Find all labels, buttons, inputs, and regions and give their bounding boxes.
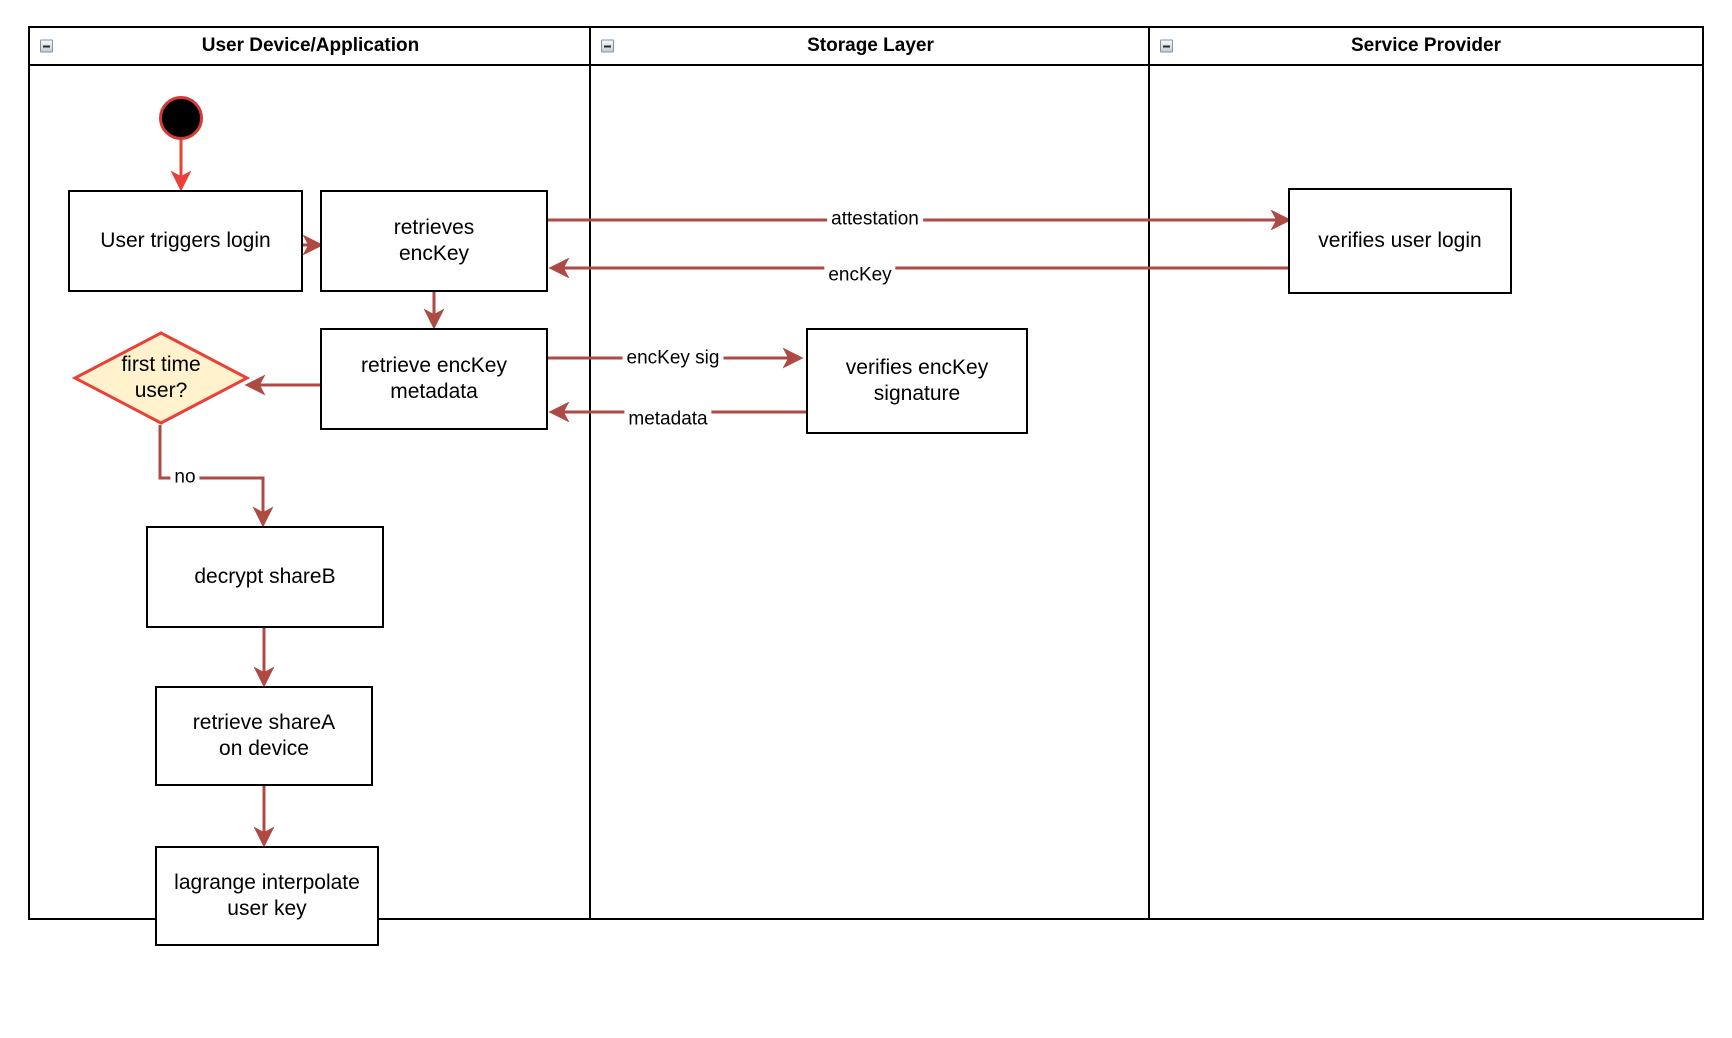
activity-lagrange-interpolate-user-key[interactable]: lagrange interpolate user key <box>155 846 379 946</box>
edge-label-enckey: encKey <box>824 265 896 287</box>
edge-label-no: no <box>170 467 200 489</box>
activity-label-line-2: user key <box>227 897 307 920</box>
activity-label-line-1: retrieve shareA <box>192 711 336 735</box>
activity-label-line-1: retrieves <box>393 216 475 240</box>
lane-header-user-device[interactable]: User Device/Application <box>30 28 591 66</box>
lane-title-storage-layer: Storage Layer <box>807 35 934 56</box>
activity-label-line-1: verifies encKey <box>845 356 989 380</box>
activity-label: retrieves encKey <box>394 215 475 266</box>
lane-title-user-device: User Device/Application <box>201 35 420 56</box>
lane-title-service-provider: Service Provider <box>1351 35 1501 56</box>
edge-decision-to-decrypt <box>158 425 274 528</box>
minus-box-icon[interactable] <box>601 39 614 53</box>
activity-retrieves-enckey[interactable]: retrieves encKey <box>320 190 548 292</box>
edge-label-enckey-sig: encKey sig <box>622 348 724 370</box>
activity-label: User triggers login <box>100 229 271 253</box>
edge-label-metadata: metadata <box>624 409 712 431</box>
decision-diamond-shape <box>72 331 250 425</box>
activity-label: verifies encKey signature <box>846 355 988 406</box>
activity-label-line-2: encKey <box>398 242 470 265</box>
start-node[interactable] <box>159 96 203 140</box>
activity-label: decrypt shareB <box>194 565 336 589</box>
activity-verifies-user-login[interactable]: verifies user login <box>1288 188 1512 294</box>
activity-label: verifies user login <box>1318 229 1482 253</box>
activity-label-line-1: lagrange interpolate <box>174 871 360 895</box>
activity-decrypt-shareb[interactable]: decrypt shareB <box>146 526 384 628</box>
activity-label-line-2: metadata <box>390 380 478 403</box>
minus-box-icon[interactable] <box>40 39 53 53</box>
activity-label-line-2: signature <box>873 382 961 405</box>
lane-divider-1 <box>589 28 591 918</box>
activity-retrieve-enckey-metadata[interactable]: retrieve encKey metadata <box>320 328 548 430</box>
activity-retrieve-sharea-on-device[interactable]: retrieve shareA on device <box>155 686 373 786</box>
activity-label: lagrange interpolate user key <box>174 870 360 921</box>
lane-divider-2 <box>1148 28 1150 918</box>
lane-header-service-provider[interactable]: Service Provider <box>1150 28 1702 66</box>
lane-header-storage-layer[interactable]: Storage Layer <box>591 28 1150 66</box>
swimlane-pool <box>28 26 1704 920</box>
activity-verifies-enckey-signature[interactable]: verifies encKey signature <box>806 328 1028 434</box>
activity-user-triggers-login[interactable]: User triggers login <box>68 190 303 292</box>
decision-first-time-user[interactable]: first time user? <box>72 330 250 426</box>
minus-box-icon[interactable] <box>1160 39 1173 53</box>
activity-label: retrieve encKey metadata <box>361 353 507 404</box>
activity-label-line-2: on device <box>219 737 309 760</box>
edge-label-attestation: attestation <box>827 209 923 231</box>
activity-label-line-1: retrieve encKey <box>361 354 507 378</box>
activity-label: retrieve shareA on device <box>193 710 335 761</box>
